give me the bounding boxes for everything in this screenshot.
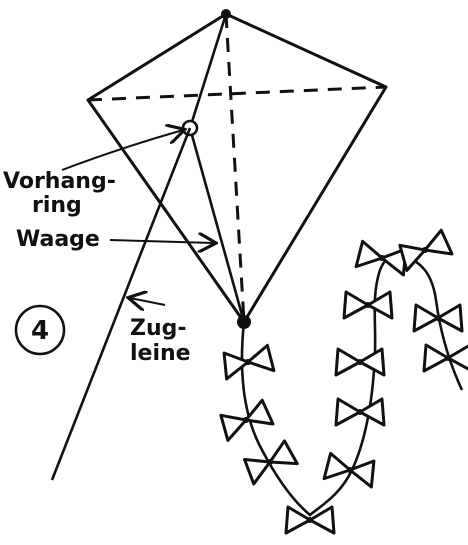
line-pointer-arrow — [130, 298, 165, 305]
horizontal-spar-dashed — [88, 87, 386, 100]
vertical-spar-dashed — [226, 14, 244, 322]
tail-bow — [398, 230, 452, 271]
tail-bow — [243, 440, 297, 484]
bridle-lower-line — [190, 128, 244, 322]
kite-tail-string — [242, 254, 462, 515]
tail-bows-group — [219, 230, 468, 533]
label-waage: Waage — [16, 227, 100, 252]
tail-bow — [344, 292, 392, 318]
tail-bow — [286, 507, 334, 533]
step-number: 4 — [31, 316, 49, 346]
tail-bow — [222, 345, 274, 379]
bridle-pointer-arrow — [110, 240, 214, 243]
bridle-upper-line — [190, 14, 226, 128]
label-vorhangring-line2: ring — [32, 193, 82, 218]
tail-bow — [336, 399, 384, 425]
label-zugleine-line1: Zug- — [130, 316, 187, 341]
label-vorhangring-line1: Vorhang- — [3, 169, 116, 194]
label-zugleine-line2: leine — [130, 341, 191, 366]
tail-bow — [324, 453, 376, 487]
tail-bow — [336, 349, 384, 375]
